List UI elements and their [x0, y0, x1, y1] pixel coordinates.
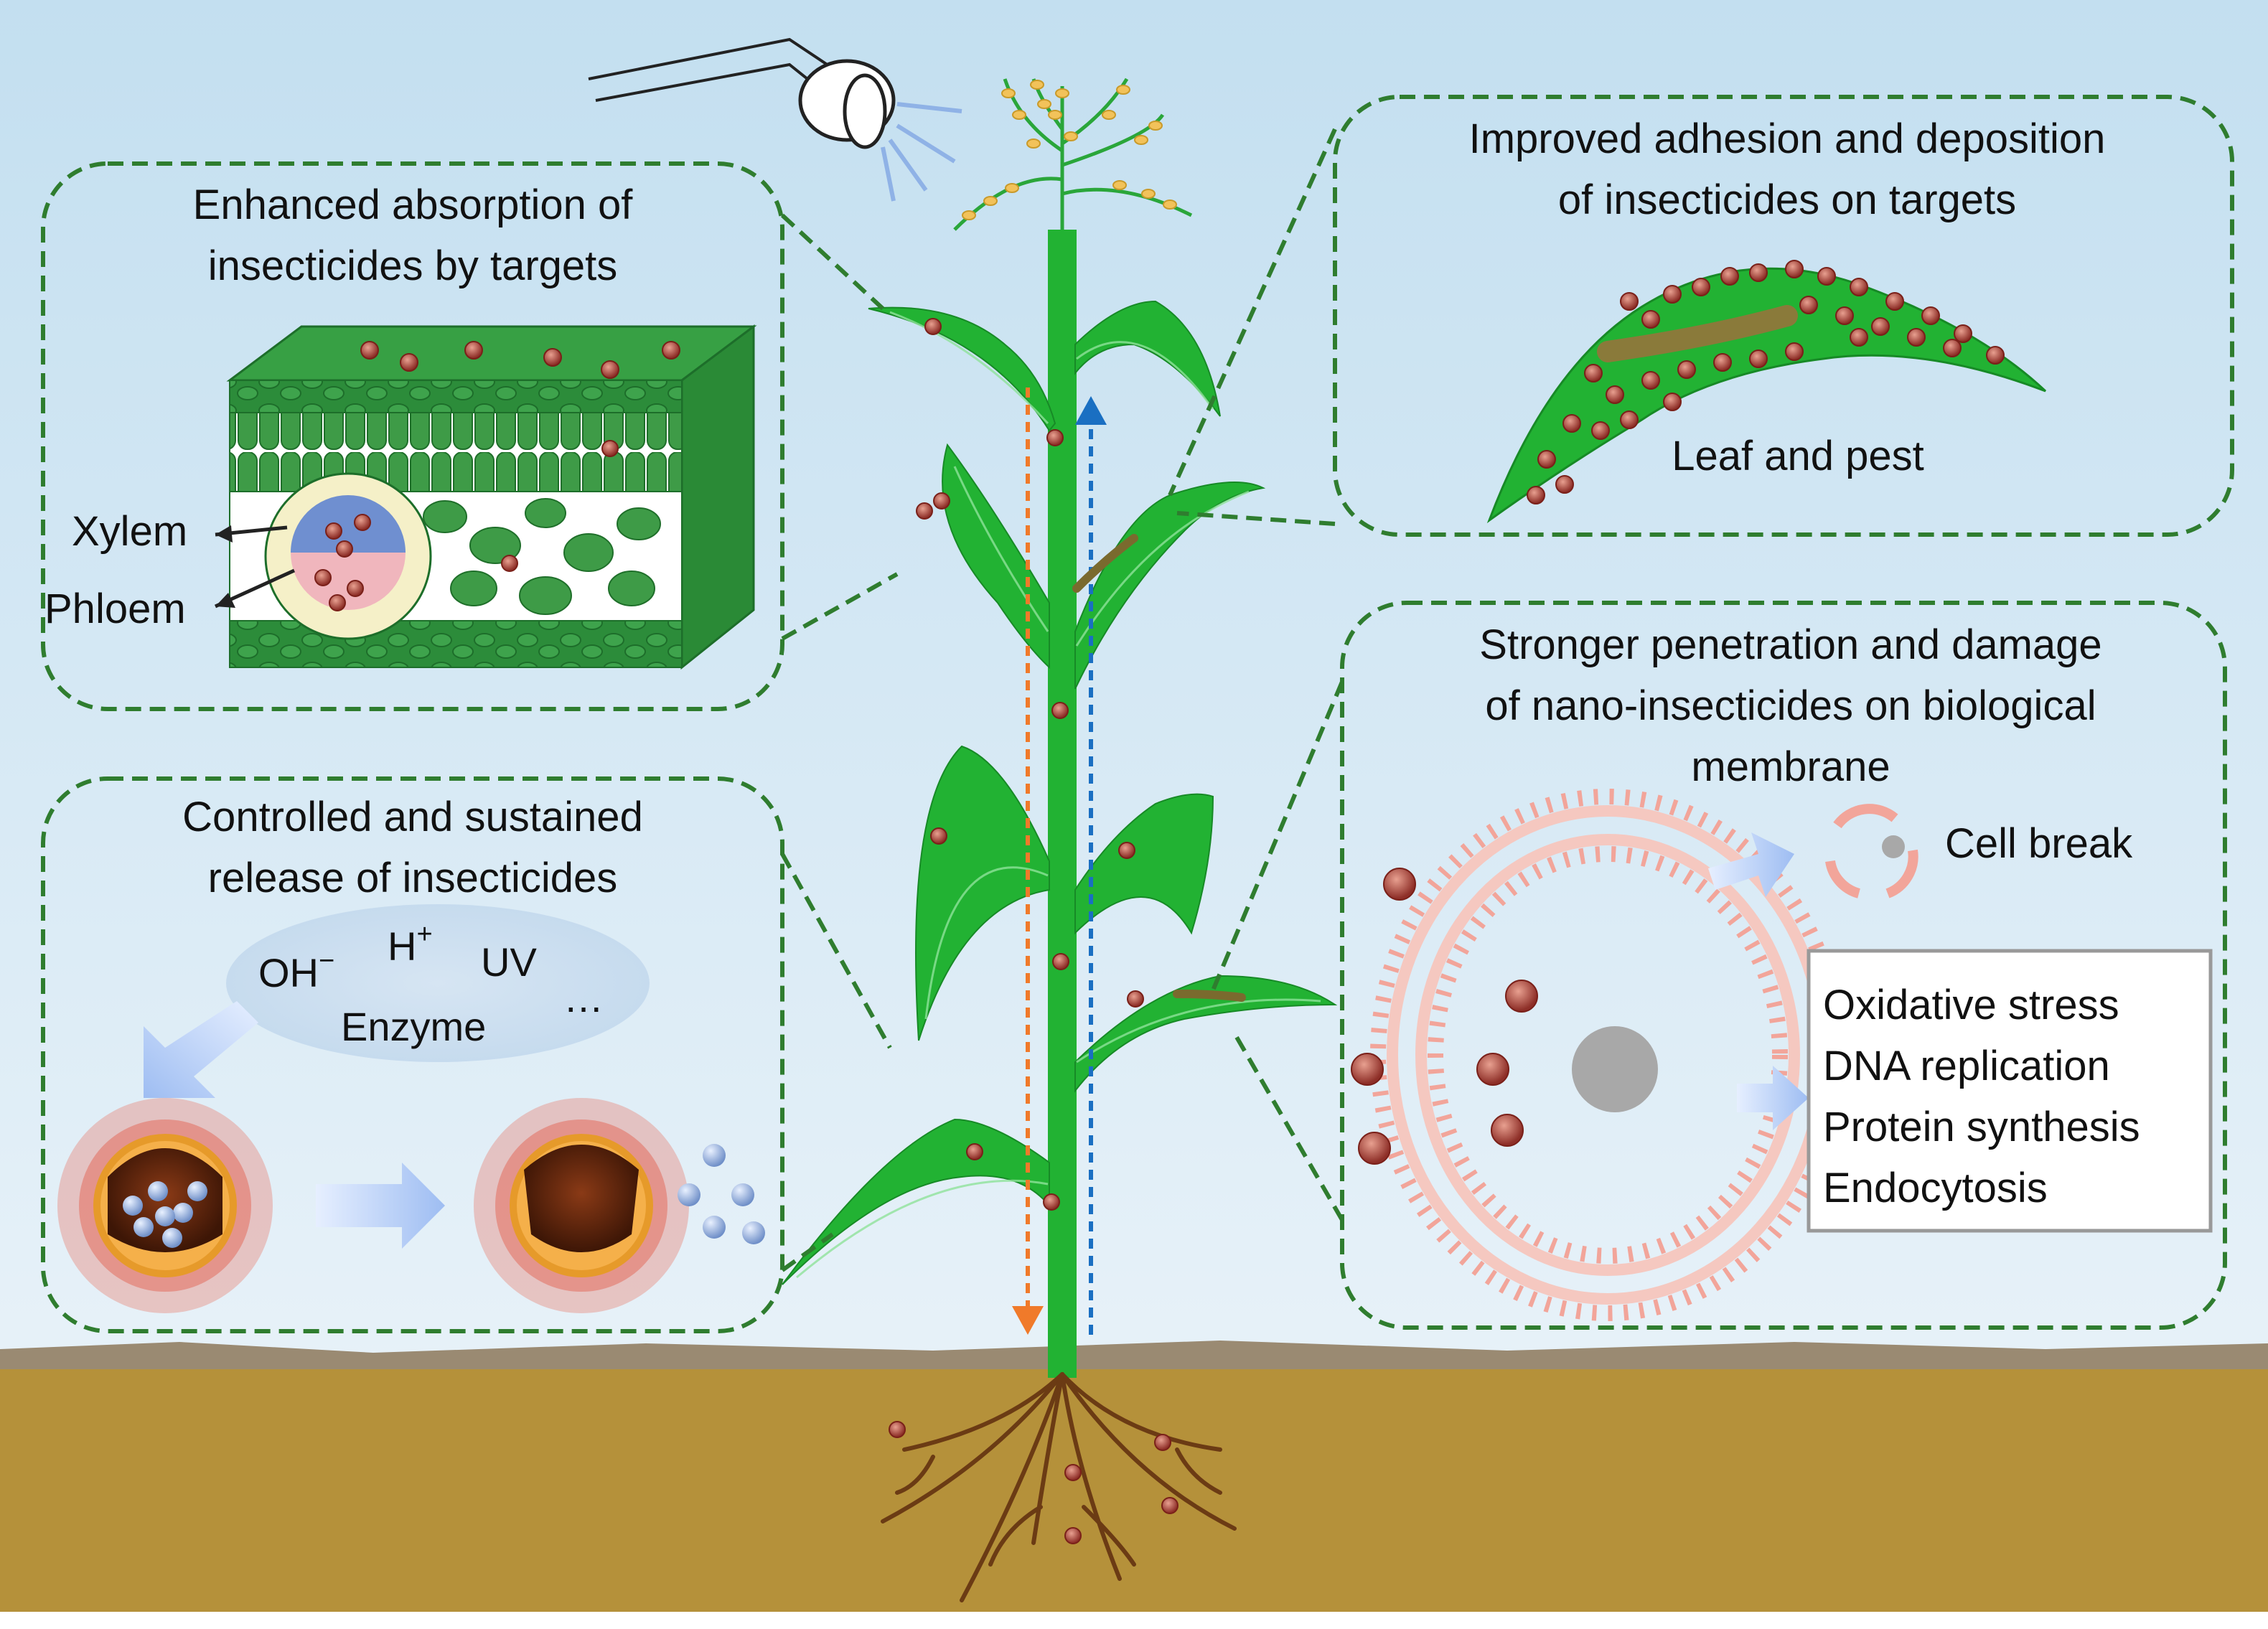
- trigger-enzyme: Enzyme: [341, 1004, 486, 1049]
- stimulus-arrow-icon: [144, 1001, 258, 1098]
- released-micelle-icon: [474, 1098, 689, 1313]
- sprayer-icon: [588, 37, 962, 202]
- penetration-title-line1: Stronger penetration and damage: [1479, 621, 2101, 668]
- membrane-nanoparticles: [1351, 868, 1538, 1165]
- roots: [881, 1372, 1237, 1602]
- penetration-title-line2: of nano-insecticides on biological: [1485, 682, 2096, 729]
- adhesion-title-line2: of insecticides on targets: [1558, 177, 2016, 223]
- panel-penetration: Stronger penetration and damage of nano-…: [1211, 601, 2227, 1330]
- effect-item: Oxidative stress: [1823, 982, 2119, 1028]
- effect-item: Endocytosis: [1823, 1165, 2048, 1211]
- effects-box: [1807, 949, 2213, 1233]
- panel-adhesion: Improved adhesion and deposition of inse…: [1168, 95, 2234, 537]
- trigger-h: H+: [388, 919, 433, 969]
- ground-surface: [0, 1341, 2268, 1374]
- cell-break-arrow-icon: [1708, 832, 1794, 897]
- absorption-title-line2: insecticides by targets: [208, 243, 618, 289]
- trigger-more: …: [563, 975, 604, 1020]
- adhesion-title-line1: Improved adhesion and deposition: [1469, 116, 2106, 162]
- released-drug-icon: [678, 1144, 765, 1244]
- effects-arrow-icon: [1737, 1066, 1809, 1130]
- stimuli-bubble: [226, 904, 650, 1062]
- release-title-line1: Controlled and sustained: [182, 794, 643, 840]
- panel-adhesion-frame: [1333, 95, 2234, 537]
- release-title-line2: release of insecticides: [208, 855, 618, 901]
- effect-item: Protein synthesis: [1823, 1104, 2140, 1150]
- corn-plant: [782, 78, 1338, 1602]
- leaf-cross-section: [226, 324, 757, 670]
- leaf-nanoparticles: [1527, 260, 2005, 504]
- broken-cell-icon: [1825, 804, 1918, 898]
- leaf-and-pest-caption: Leaf and pest: [1672, 433, 1924, 479]
- pest-larva-icon: [1072, 534, 1246, 1002]
- cell-nucleus: [1572, 1026, 1658, 1112]
- leaves: [782, 300, 1338, 1285]
- panel-release: Controlled and sustained release of inse…: [41, 776, 892, 1333]
- absorption-title-line1: Enhanced absorption of: [193, 182, 634, 228]
- penetration-title-line3: membrane: [1691, 743, 1890, 790]
- effect-item: DNA replication: [1823, 1043, 2110, 1089]
- cell-break-label: Cell break: [1945, 820, 2133, 867]
- loaded-micelle-icon: [57, 1098, 273, 1313]
- release-arrow-icon: [316, 1163, 445, 1249]
- panel-release-frame: [41, 776, 784, 1333]
- leaf-with-pest: [1486, 267, 2047, 524]
- phloem-label: Phloem: [44, 586, 186, 632]
- trigger-uv: UV: [481, 939, 537, 985]
- pest-larva-icon: [1597, 305, 1798, 362]
- panel-absorption: Enhanced absorption of insecticides by t…: [41, 161, 899, 711]
- trigger-oh: OH−: [258, 946, 334, 995]
- panel-penetration-frame: [1340, 601, 2227, 1330]
- panel-absorption-frame: [41, 161, 784, 711]
- xylem-label: Xylem: [72, 508, 187, 555]
- soil: [0, 1369, 2268, 1629]
